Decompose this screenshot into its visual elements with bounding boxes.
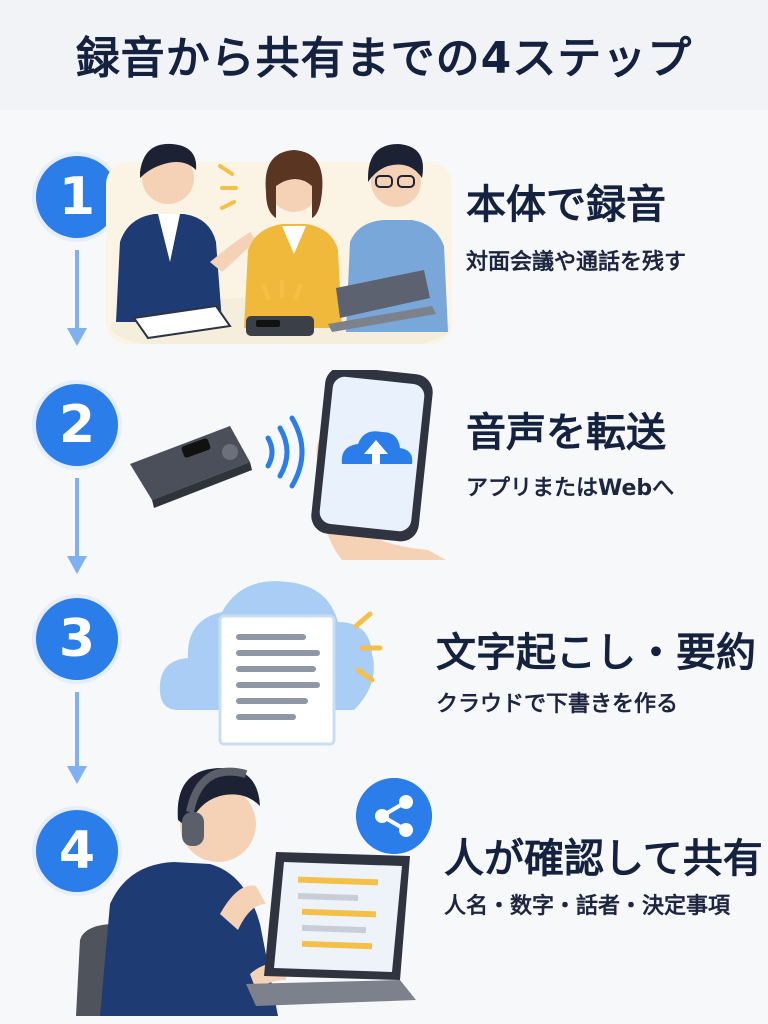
share-icon	[356, 778, 432, 854]
recorder-device-icon	[130, 426, 252, 508]
page-title: 録音から共有までの4ステップ	[75, 33, 693, 84]
step-3-number-badge: 3	[36, 598, 118, 680]
step-4-number-badge: 4	[36, 810, 118, 892]
step-1-number-badge: 1	[36, 156, 118, 238]
step-2-subtitle: アプリまたはWebへ	[466, 476, 675, 501]
cloud-document-icon	[159, 581, 383, 746]
step-3-subtitle: クラウドで下書きを作る	[436, 692, 679, 717]
step-2-number-badge: 2	[36, 384, 118, 466]
meeting-illustration	[106, 143, 452, 344]
headphones-icon	[182, 767, 248, 846]
step-1-subtitle: 対面会議や通話を残す	[466, 250, 687, 275]
step-3-title: 文字起こし・要約	[436, 630, 756, 676]
title-band	[0, 0, 768, 110]
step-4-title: 人が確認して共有	[444, 836, 763, 882]
wireless-signal-icon	[265, 415, 305, 489]
laptop-icon	[246, 852, 416, 1006]
transfer-illustration	[130, 370, 446, 560]
step-1-arrow-icon	[67, 250, 87, 346]
cloud-upload-icon	[341, 431, 413, 464]
step-2-title: 音声を転送	[466, 410, 666, 456]
step-1-title: 本体で録音	[466, 182, 666, 228]
step-3-arrow-icon	[67, 692, 87, 784]
step-4-subtitle: 人名・数字・話者・決定事項	[444, 894, 731, 919]
review-illustration	[76, 767, 416, 1016]
step-2-arrow-icon	[67, 478, 87, 574]
